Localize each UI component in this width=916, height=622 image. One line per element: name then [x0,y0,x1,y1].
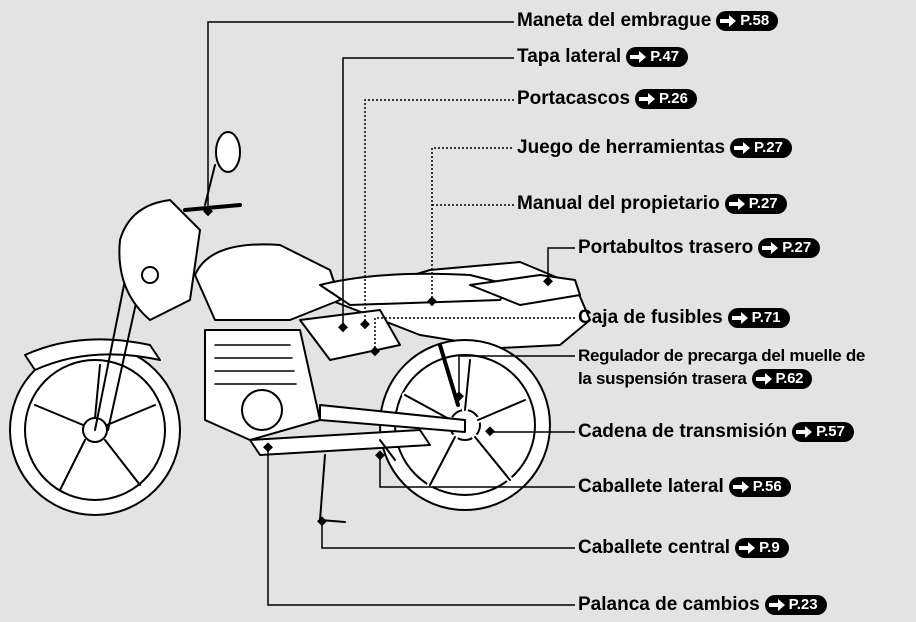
page-ref: P.58 [740,12,770,29]
page-ref: P.62 [775,370,804,387]
page-ref-badge[interactable]: P.58 [716,11,779,31]
page-ref: P.47 [650,48,680,65]
page-ref: P.26 [659,90,688,107]
callout-regulador: Regulador de precarga del muelle de la s… [578,344,865,390]
arrow-right-icon [732,481,749,493]
leader-caballete-central [321,522,575,549]
page-ref: P.9 [759,539,780,556]
page-ref-badge[interactable]: P.27 [724,194,787,214]
callout-label: Juego de herramientas [517,137,726,158]
leader-markers [203,206,553,527]
callout-label: Cadena de transmisión [578,421,788,442]
callout-juego: Juego de herramientas P.27 [517,137,792,159]
page-ref-badge[interactable]: P.57 [792,422,854,442]
leader-portacascos [364,99,514,325]
leader-regulador [458,355,575,397]
arrow-right-icon [768,599,785,611]
page-ref-badge[interactable]: P.62 [751,368,813,389]
arrow-right-icon [731,312,748,324]
leader-tapa [342,57,514,328]
arrow-right-icon [728,198,745,210]
page-ref: P.57 [816,423,845,440]
page-ref-badge[interactable]: P.27 [730,138,792,158]
arrow-right-icon [755,372,772,385]
page-ref-badge[interactable]: P.56 [728,477,791,497]
arrow-right-icon [734,142,751,154]
page-ref: P.27 [754,139,783,156]
callout-label: Portacascos [517,88,631,109]
arrow-right-icon [720,15,737,27]
arrow-right-icon [639,93,656,105]
leader-lines [207,21,575,606]
callout-caballete-central: Caballete central P.9 [578,537,789,559]
callout-label: Portabultos trasero [578,237,754,258]
callout-maneta: Maneta del embrague P.58 [517,10,779,32]
page-ref-badge[interactable]: P.27 [758,238,821,258]
page-ref: P.56 [752,478,782,495]
leader-caballete-lateral [379,456,575,488]
page-ref: P.71 [751,309,781,326]
callout-label: Manual del propietario [517,193,720,214]
callout-label: Tapa lateral [517,46,622,67]
motorcycle-illustration [9,131,591,523]
callout-label: Caballete central [578,537,731,558]
arrow-right-icon [630,51,647,63]
callout-fusibles: Caja de fusibles P.71 [578,307,790,329]
page-ref-badge[interactable]: P.9 [735,538,789,558]
callout-manual: Manual del propietario P.27 [517,193,787,215]
arrow-right-icon [739,542,756,554]
leader-fusibles [374,317,575,352]
leader-palanca [267,448,575,606]
callout-label: Caballete lateral [578,476,724,497]
leader-portabultos [547,247,575,282]
page-ref: P.27 [748,195,778,212]
arrow-right-icon [796,426,813,438]
page-ref-badge[interactable]: P.71 [727,308,790,328]
page-ref-badge[interactable]: P.26 [635,89,697,109]
arrow-right-icon [762,242,779,254]
page-ref-badge[interactable]: P.47 [626,47,689,67]
callout-label: Caja de fusibles [578,307,723,328]
leader-juego [431,147,514,302]
callout-label: Maneta del embrague [517,10,712,31]
callout-palanca: Palanca de cambios P.23 [578,594,827,616]
page-ref: P.27 [782,239,812,256]
page-ref-badge[interactable]: P.23 [764,595,827,615]
callout-portacascos: Portacascos P.26 [517,88,697,110]
callout-label-line2: la suspensión trasera [578,369,747,388]
callout-tapa: Tapa lateral P.47 [517,46,689,68]
callout-label-line1: Regulador de precarga del muelle de [578,346,866,365]
callout-caballete-lateral: Caballete lateral P.56 [578,476,791,498]
page-ref: P.23 [788,596,818,613]
callout-label: Palanca de cambios [578,594,760,615]
callout-portabultos: Portabultos trasero P.27 [578,237,821,259]
callout-cadena: Cadena de transmisión P.57 [578,421,854,443]
leader-maneta [207,21,514,212]
